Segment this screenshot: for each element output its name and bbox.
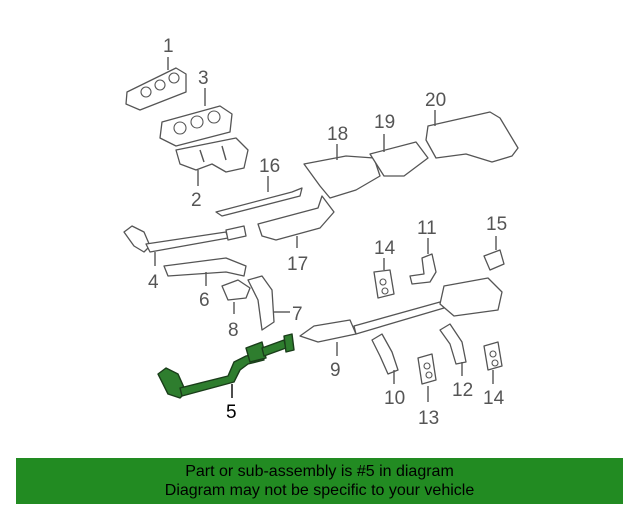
part-4-front-pipe[interactable] — [123, 225, 247, 253]
part-20-heat-shield[interactable] — [425, 111, 519, 163]
label-part-5[interactable]: 5 — [226, 402, 237, 423]
label-part-4[interactable]: 4 — [148, 272, 159, 293]
part-8-bracket[interactable] — [221, 279, 251, 301]
part-12-bracket[interactable] — [439, 323, 467, 365]
part-7-bracket[interactable] — [247, 275, 275, 331]
part-11-hanger[interactable] — [409, 253, 437, 285]
part-5-front-exhaust-pipe[interactable] — [157, 333, 295, 399]
exhaust-parts-diagram: 1 3 2 16 4 17 6 8 — [123, 36, 519, 429]
label-part-3[interactable]: 3 — [198, 68, 209, 89]
label-part-9[interactable]: 9 — [330, 360, 341, 381]
part-18-heat-shield[interactable] — [303, 155, 381, 199]
part-15-hanger[interactable] — [483, 249, 505, 271]
part-16-heat-shield[interactable] — [215, 187, 303, 217]
part-17-heat-shield[interactable] — [257, 195, 335, 241]
footer-banner: Part or sub-assembly is #5 in diagram Di… — [16, 458, 623, 504]
label-part-20[interactable]: 20 — [425, 90, 446, 111]
label-part-6[interactable]: 6 — [199, 290, 210, 311]
label-part-8[interactable]: 8 — [228, 320, 239, 341]
part-14-hanger-upper[interactable] — [373, 269, 395, 299]
banner-line-1: Part or sub-assembly is #5 in diagram — [185, 463, 454, 480]
label-part-11[interactable]: 11 — [417, 218, 437, 239]
label-part-17[interactable]: 17 — [287, 254, 308, 275]
part-9-intermediate-pipe-muffler[interactable] — [299, 277, 503, 343]
label-part-10[interactable]: 10 — [384, 388, 405, 409]
label-part-19[interactable]: 19 — [374, 112, 395, 133]
label-part-2[interactable]: 2 — [191, 190, 202, 211]
label-part-12[interactable]: 12 — [452, 380, 473, 401]
part-14-hanger-lower[interactable] — [483, 341, 503, 371]
part-6-bracket[interactable] — [163, 257, 247, 277]
label-part-18[interactable]: 18 — [327, 124, 348, 145]
part-2-exhaust-manifold[interactable] — [175, 137, 249, 173]
part-13-hanger[interactable] — [417, 353, 437, 385]
label-part-13[interactable]: 13 — [418, 408, 439, 429]
part-3-manifold-gasket[interactable] — [159, 105, 233, 147]
label-part-14-lower[interactable]: 14 — [483, 388, 505, 409]
part-1-manifold-gasket[interactable] — [125, 67, 187, 111]
label-part-14-upper[interactable]: 14 — [374, 238, 396, 259]
label-part-15[interactable]: 15 — [486, 214, 507, 235]
part-10-bracket[interactable] — [371, 333, 399, 375]
label-part-1[interactable]: 1 — [163, 36, 174, 57]
banner-line-2: Diagram may not be specific to your vehi… — [164, 482, 475, 499]
label-part-16[interactable]: 16 — [259, 156, 280, 177]
label-part-7[interactable]: 7 — [292, 304, 303, 325]
